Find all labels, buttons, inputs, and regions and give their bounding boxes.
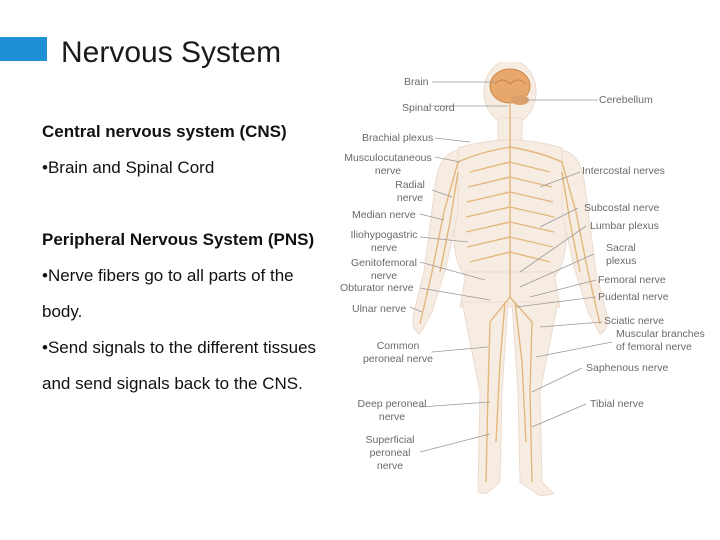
- label-brachial-plexus: Brachial plexus: [362, 132, 434, 144]
- title-accent-bar: [0, 37, 47, 61]
- nerve-lines: [419, 102, 601, 483]
- label-femoral: Femoral nerve: [598, 274, 666, 286]
- label-intercostal: Intercostal nerves: [582, 165, 665, 177]
- pns-bullet-1-cont: body.: [42, 302, 83, 321]
- label-cerebellum: Cerebellum: [599, 94, 653, 106]
- pns-bullet-2-cont: and send signals back to the CNS.: [42, 374, 303, 393]
- leader-lines: [409, 81, 613, 453]
- nervous-system-illustration: Brain Spinal cord Brachial plexus Muscul…: [340, 62, 720, 507]
- body-diagram: [409, 62, 613, 497]
- label-tibial: Tibial nerve: [590, 398, 644, 410]
- cns-heading: Central nervous system (CNS): [42, 122, 287, 141]
- pns-heading: Peripheral Nervous System (PNS): [42, 230, 315, 249]
- cns-bullet: •Brain and Spinal Cord: [42, 158, 215, 177]
- label-spinal-cord: Spinal cord: [402, 102, 455, 114]
- right-arm-shape: [412, 149, 459, 335]
- label-median: Median nerve: [352, 209, 416, 221]
- label-subcostal: Subcostal nerve: [584, 202, 660, 214]
- label-ulnar: Ulnar nerve: [352, 303, 407, 315]
- pns-bullet-2: •Send signals to the different tissues: [42, 338, 317, 357]
- pns-bullet-1: •Nerve fibers go to all parts of the: [42, 266, 294, 285]
- label-pudental: Pudental nerve: [598, 291, 669, 303]
- slide-title: Nervous System: [61, 36, 282, 69]
- label-saphenous: Saphenous nerve: [586, 362, 669, 374]
- right-leg-shape: [461, 301, 509, 495]
- label-lumbar-plexus: Lumbar plexus: [590, 220, 659, 232]
- label-sciatic: Sciatic nerve: [604, 315, 665, 327]
- cerebellum-shape: [511, 95, 529, 105]
- label-brain: Brain: [404, 76, 429, 88]
- left-leg-shape: [511, 301, 559, 497]
- left-arm-shape: [561, 149, 608, 335]
- label-obturator: Obturator nerve: [340, 282, 414, 294]
